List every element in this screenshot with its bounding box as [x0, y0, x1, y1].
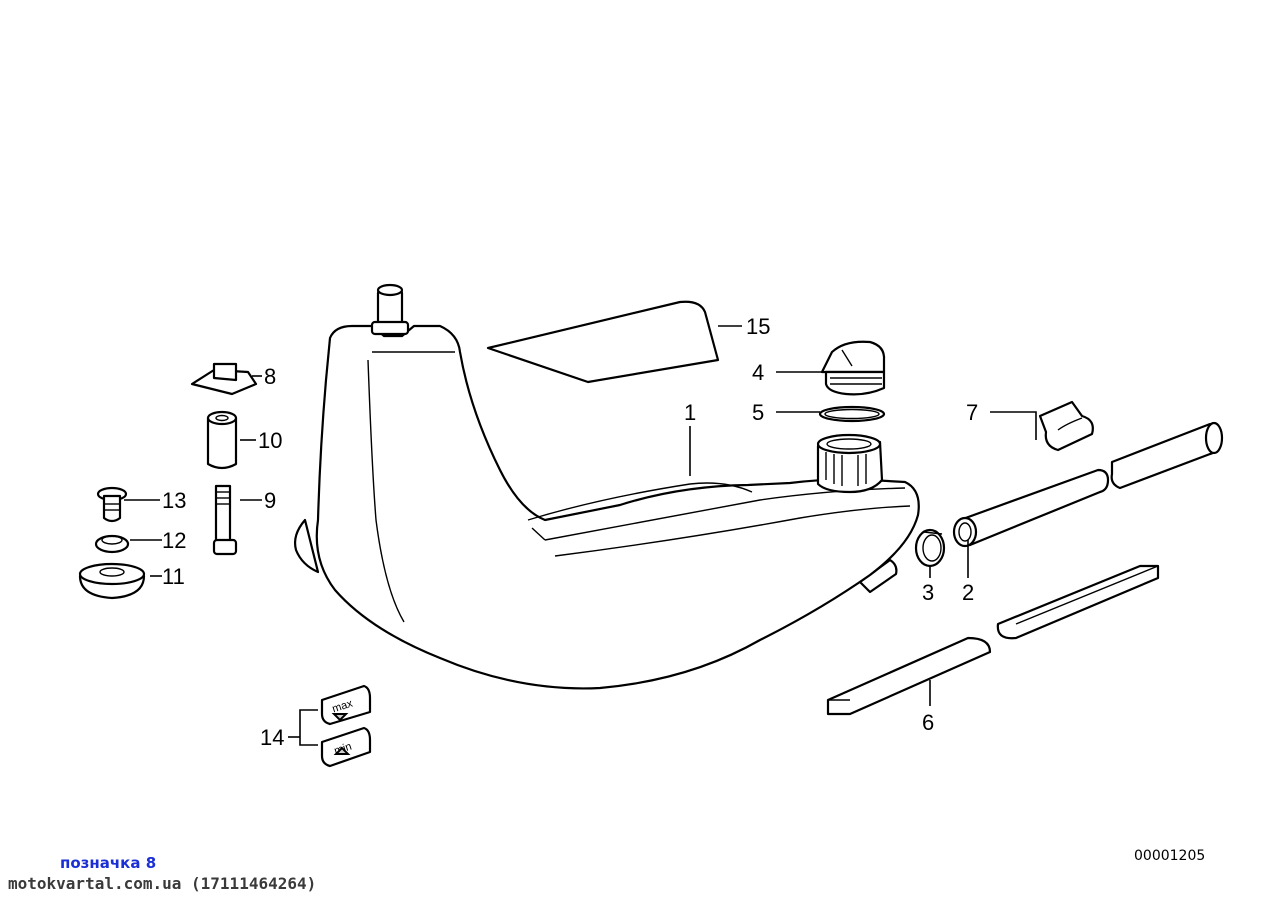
- callout-9: 9: [264, 488, 276, 513]
- part-14-level-labels: max min: [320, 684, 372, 768]
- callout-1: 1: [684, 400, 696, 425]
- callout-8: 8: [264, 364, 276, 389]
- source-watermark: motokvartal.com.ua (17111464264): [8, 874, 317, 893]
- part-11-grommet: [78, 562, 146, 600]
- callout-4: 4: [752, 360, 764, 385]
- part-13-screw: [96, 486, 128, 523]
- part-2-hose: [952, 421, 1224, 548]
- leader-lines: [124, 325, 1037, 746]
- part-10-spacer-sleeve: [206, 410, 238, 470]
- part-5-o-ring: [818, 405, 886, 423]
- callout-10: 10: [258, 428, 282, 453]
- callout-15: 15: [746, 314, 770, 339]
- part-3-hose-clamp: [914, 528, 946, 568]
- callout-2: 2: [962, 580, 974, 605]
- part-1-fuel-tank: [293, 283, 920, 690]
- part-7-hose-clip: [1038, 400, 1094, 452]
- callout-14: 14: [260, 725, 284, 750]
- drawing-number: 00001205: [1134, 848, 1206, 864]
- callout-13: 13: [162, 488, 186, 513]
- caption-label: позначка 8: [60, 854, 157, 872]
- callout-3: 3: [922, 580, 934, 605]
- part-12-washer: [94, 534, 130, 554]
- callout-numbers: 1 2 3 4 5 6 7 8 9 10 11 12 13 14 15: [162, 314, 978, 750]
- part-6-rubber-strips: [826, 564, 1160, 716]
- part-15-cover-plate: [486, 300, 720, 384]
- part-8-nut-plate: [190, 362, 258, 396]
- part-9-bolt: [212, 484, 238, 556]
- callout-5: 5: [752, 400, 764, 425]
- callout-11: 11: [162, 564, 185, 589]
- callout-12: 12: [162, 528, 186, 553]
- part-4-filler-cap: [820, 340, 886, 396]
- callout-7: 7: [966, 400, 978, 425]
- callout-6: 6: [922, 710, 934, 735]
